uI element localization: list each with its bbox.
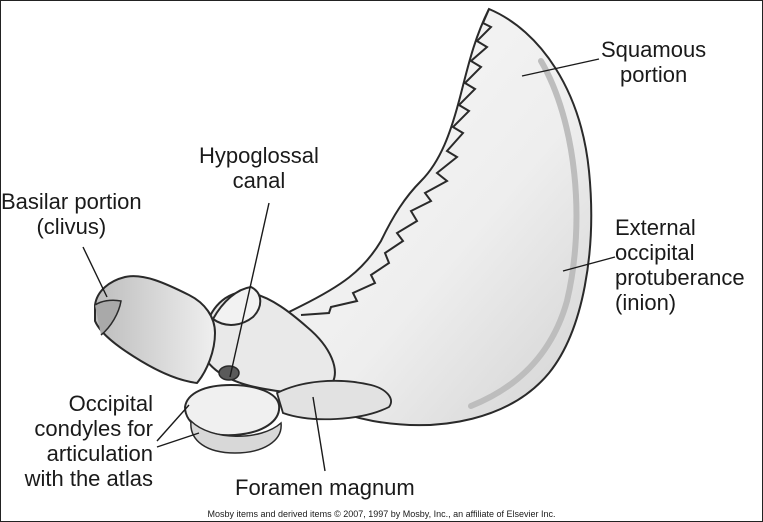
label-condyles-line-3: articulation [1,441,153,466]
label-foramen-magnum: Foramen magnum [235,475,415,500]
leader-basilar [83,247,107,297]
label-hypoglossal-canal: Hypoglossal canal [199,143,319,193]
hypoglossal-canal-opening [219,366,239,380]
label-squamous-line-1: Squamous [601,37,706,62]
foramen-magnum-shape [277,381,391,419]
basilar-portion-shape [95,276,215,383]
label-external-line-2: occipital [615,240,745,265]
label-squamous-line-2: portion [601,62,706,87]
label-squamous-portion: Squamous portion [601,37,706,87]
label-basilar-portion: Basilar portion (clivus) [1,189,142,239]
label-hypoglossal-line-2: canal [199,168,319,193]
label-external-line-4: (inion) [615,290,745,315]
label-occipital-condyles: Occipital condyles for articulation with… [1,391,153,491]
label-external-line-3: protuberance [615,265,745,290]
label-basilar-line-2: (clivus) [1,214,142,239]
label-basilar-line-1: Basilar portion [1,189,142,214]
label-foramen-text: Foramen magnum [235,475,415,500]
label-hypoglossal-line-1: Hypoglossal [199,143,319,168]
label-external-line-1: External [615,215,745,240]
label-condyles-line-1: Occipital [1,391,153,416]
leader-condyle-1 [157,405,189,441]
label-external-occipital-protuberance: External occipital protuberance (inion) [615,215,745,315]
leader-condyle-2 [157,433,199,447]
label-condyles-line-4: with the atlas [1,466,153,491]
copyright-credit: Mosby items and derived items © 2007, 19… [1,509,762,519]
label-condyles-line-2: condyles for [1,416,153,441]
